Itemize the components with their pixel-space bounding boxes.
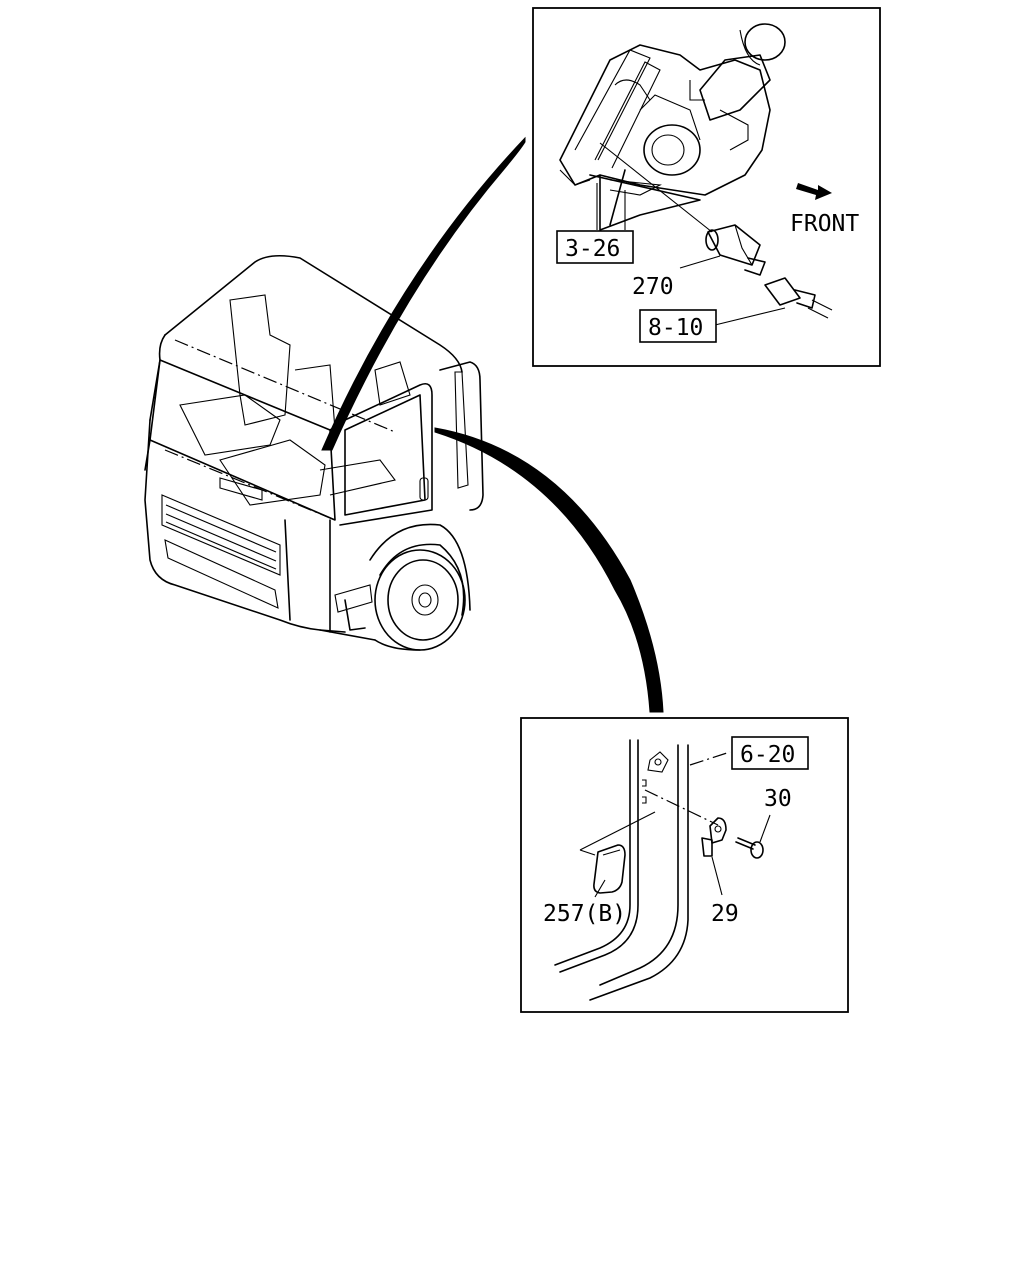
front-arrow-icon: [796, 183, 832, 200]
truck-cab-illustration: [144, 254, 484, 651]
ref-label-8-10: 8-10: [648, 315, 703, 341]
part-label-29: 29: [711, 901, 739, 927]
switch-pad-part: [593, 844, 626, 894]
top-detail-panel: FRONT 3-26 270 8-10: [532, 7, 881, 367]
part-label-270: 270: [632, 274, 674, 300]
ref-box-8-10: [639, 309, 717, 343]
injection-pump-drawing: [559, 23, 786, 231]
ref-box-6-20: [731, 736, 809, 770]
leader-arc-bottom: [434, 427, 664, 713]
leader-arc-top: [321, 136, 526, 451]
door-pillar-drawing: [554, 739, 689, 1001]
ref-label-3-26: 3-26: [565, 236, 620, 262]
bolt-part: [735, 837, 764, 859]
part-label-30: 30: [764, 786, 792, 812]
ref-label-6-20: 6-20: [740, 742, 795, 768]
bracket-part: [701, 817, 727, 857]
ref-box-3-26: [556, 230, 634, 264]
wire-connector-part: [764, 277, 833, 319]
pressure-switch-part: [705, 224, 766, 276]
front-label: FRONT: [790, 211, 859, 237]
bottom-detail-panel: 6-20 30 29 257(B): [520, 717, 849, 1013]
part-label-257b: 257(B): [543, 901, 626, 927]
